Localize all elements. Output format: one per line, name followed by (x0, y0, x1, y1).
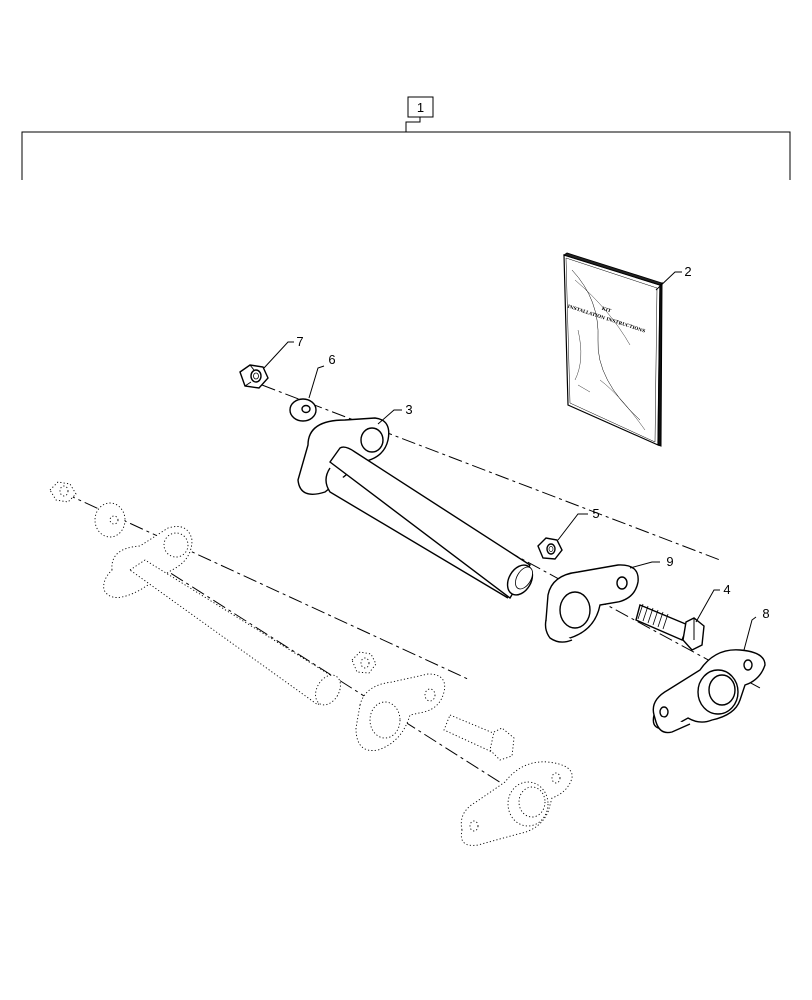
ghost-washer (94, 502, 126, 538)
assembly-bracket: 1 (21, 96, 791, 180)
pin-item-3 (297, 417, 534, 600)
ghost-nut-2 (351, 651, 377, 674)
ghost-pin (103, 526, 341, 706)
callout-6: 6 (328, 352, 335, 367)
nut-item-5 (537, 537, 563, 560)
callout-7: 7 (296, 334, 303, 349)
link-plate-item-9 (544, 564, 639, 643)
instruction-manual: KIT INSTALLATION INSTRUCTIONS (563, 252, 663, 447)
washer-item-6 (289, 398, 317, 422)
callout-2: 2 (684, 264, 691, 279)
ghost-nut (49, 481, 77, 503)
manual-title-line1: KIT (601, 306, 612, 315)
ghost-link-plate (355, 673, 446, 751)
callout-9: 9 (666, 554, 673, 569)
item-box-label: 1 (417, 100, 424, 115)
ghost-bolt (443, 714, 515, 761)
ghost-flange (460, 761, 573, 846)
leader-lines (263, 271, 757, 651)
flange-item-8 (652, 649, 766, 734)
callout-4: 4 (723, 582, 730, 597)
nut-item-7 (239, 364, 269, 389)
callout-3: 3 (405, 402, 412, 417)
callout-8: 8 (762, 606, 769, 621)
callout-5: 5 (592, 506, 599, 521)
bolt-item-4 (635, 603, 705, 651)
callouts: 2 3 4 5 6 7 8 9 (296, 264, 769, 621)
